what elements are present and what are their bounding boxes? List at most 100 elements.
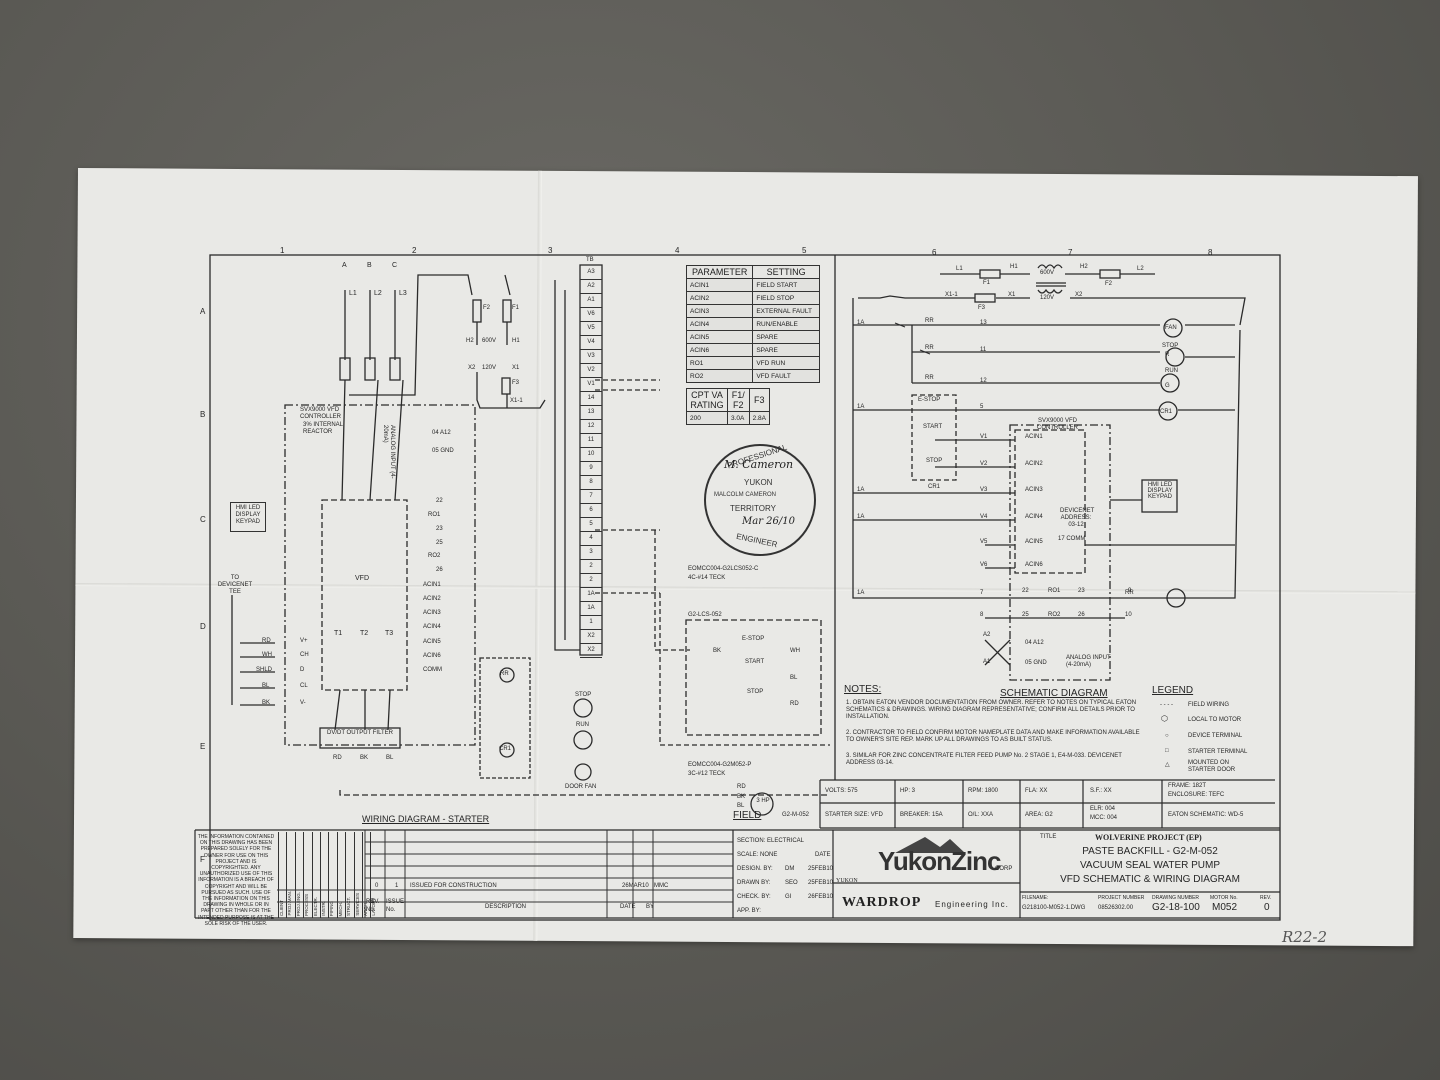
tb-drawn-date: 25FEB10: [808, 880, 834, 886]
motor-number: M052: [1212, 902, 1238, 913]
tb-section: SECTION: ELECTRICAL: [737, 838, 805, 844]
tb-label: TB: [586, 257, 594, 263]
rung-load-label: RR: [1125, 590, 1134, 596]
filename: G218100-M052-1.DWG: [1022, 905, 1086, 911]
notes-heading: NOTES:: [844, 684, 882, 695]
legend-local-to-motor: LOCAL TO MOTOR: [1188, 717, 1242, 723]
motor-wire-bk: BK: [737, 794, 746, 800]
tb-terminal: 7: [580, 490, 602, 504]
rung-load-label: ACIN6: [1025, 562, 1043, 568]
handwritten-note: R22-2: [1282, 928, 1327, 946]
tb-terminal: V4: [580, 336, 602, 350]
devnet-wire-rd: RD: [262, 638, 271, 644]
tb-terminal: V3: [580, 350, 602, 364]
breaker: BREAKER: 15A: [900, 812, 943, 818]
xfmr-600v: 600V: [482, 338, 497, 344]
rung-node-label: 7: [980, 590, 984, 596]
tb-terminal: 1: [580, 616, 602, 630]
term-acin6: ACIN6: [423, 653, 441, 659]
vfd-controller-label: SVX9000 VFD CONTROLLER: [300, 407, 342, 420]
zone-side-c: C: [200, 515, 206, 524]
zone-side-a: A: [200, 307, 206, 316]
legend-mounted-on-door: MOUNTED ON STARTER DOOR: [1188, 760, 1236, 773]
term-acin1: ACIN1: [423, 582, 441, 588]
sch-a1: A1: [983, 659, 991, 665]
devnet-term-v-: V-: [300, 700, 306, 706]
client-corp: CORP: [995, 866, 1013, 872]
wiring-gnd: 05 GND: [432, 448, 454, 454]
term-acin4: ACIN4: [423, 624, 441, 630]
motor-sf: S.F.: XX: [1090, 788, 1112, 794]
sch-x1-1: X1-1: [945, 292, 958, 298]
legend-starter-terminal: STARTER TERMINAL: [1188, 749, 1248, 755]
rung-load-label: CR1: [1160, 409, 1173, 415]
tb-yukon: YUKON: [836, 878, 858, 884]
setting-cell: VFD FAULT: [752, 369, 820, 383]
filter-rd: RD: [333, 755, 342, 761]
tb-terminal: X2: [580, 644, 602, 658]
hmi-keypad-box: HMI LED DISPLAY KEYPAD: [230, 502, 266, 532]
rung-node-label: V6: [980, 562, 988, 568]
tb-terminal: 10: [580, 448, 602, 462]
dvdt-filter-label: DV/DT OUTPUT FILTER: [326, 730, 393, 736]
revision-date: 26MAR10: [622, 883, 649, 889]
starter-size: STARTER SIZE: VFD: [825, 812, 883, 818]
cable-motor-tag: EOMCC004-G2M052-P: [688, 762, 752, 768]
rung-node-label: V5: [980, 539, 988, 545]
rung-load-label: ACIN3: [1025, 487, 1043, 493]
term-acin5: ACIN5: [423, 639, 441, 645]
wiring-a12: 04 A12: [432, 430, 451, 436]
output-t1: T1: [334, 630, 343, 637]
sch-estop: E-STOP: [918, 397, 941, 403]
sch-x2: X2: [1075, 292, 1083, 298]
tb-approved-by: APP. BY:: [737, 908, 761, 914]
lamp-run-label: RUN: [576, 722, 589, 728]
param-cell: ACIN4: [685, 317, 754, 331]
lcs-tag: G2-LCS-052: [688, 612, 722, 618]
seal-yukon: YUKON: [744, 478, 773, 487]
sch-h2: H2: [1080, 264, 1088, 270]
rung-node-label: V1: [980, 434, 988, 440]
param-cell: ACIN3: [685, 304, 754, 318]
note-1: 1. OBTAIN EATON VENDOR DOCUMENTATION FRO…: [846, 700, 1137, 720]
tb-terminal: 4: [580, 532, 602, 546]
hdr-filename: FILENAME:: [1022, 895, 1049, 901]
devnet-term-ch: CH: [300, 652, 309, 658]
tb-drawn-by-label: DRAWN BY:: [737, 880, 771, 886]
schematic-diagram-title: SCHEMATIC DIAGRAM: [1000, 688, 1108, 699]
engineer-seal: PROFESSIONAL YUKON MALCOLM CAMERON TERRI…: [704, 443, 816, 556]
tb-design-date: 25FEB10: [808, 866, 834, 872]
sch-600v: 600V: [1040, 270, 1055, 276]
param-cell: ACIN1: [685, 278, 754, 292]
phase-b: B: [367, 262, 372, 269]
tb-terminal: V6: [580, 308, 602, 322]
eaton-schematic: EATON SCHEMATIC: WD-5: [1168, 812, 1244, 818]
field-label: FIELD: [733, 810, 762, 821]
xfmr-h2: H2: [466, 338, 474, 344]
sch-stop: STOP: [926, 458, 943, 464]
xfmr-x2: X2: [468, 365, 476, 371]
setting-cell: FIELD START: [752, 278, 820, 292]
rung-left-label: 1A: [857, 320, 865, 326]
sch-t22: 22: [1022, 588, 1029, 594]
elr: ELR: 004: [1090, 806, 1116, 812]
lcs-wire-rd: RD: [790, 701, 799, 707]
revision-by: MMC: [654, 883, 669, 889]
zone-top-5: 5: [802, 246, 807, 255]
sch-devicenet-address: DEVICENET ADDRESS: 03-12: [1060, 508, 1095, 528]
fuse-f2: F2: [483, 305, 491, 311]
term-ro1: RO1: [428, 512, 441, 518]
lcs-wire-wh: WH: [790, 648, 800, 654]
tb-check-date: 26FEB10: [808, 894, 834, 900]
zone-side-b: B: [200, 410, 206, 419]
lcs-stop: STOP: [747, 689, 764, 695]
lcs-wire-bl: BL: [790, 675, 798, 681]
fuse-f3: F3: [512, 380, 520, 386]
rev-number: 0: [375, 883, 379, 889]
hdr-rev: REV.: [1260, 895, 1272, 901]
xfmr-120v: 120V: [482, 365, 497, 371]
rung-node-label: V2: [980, 461, 988, 467]
